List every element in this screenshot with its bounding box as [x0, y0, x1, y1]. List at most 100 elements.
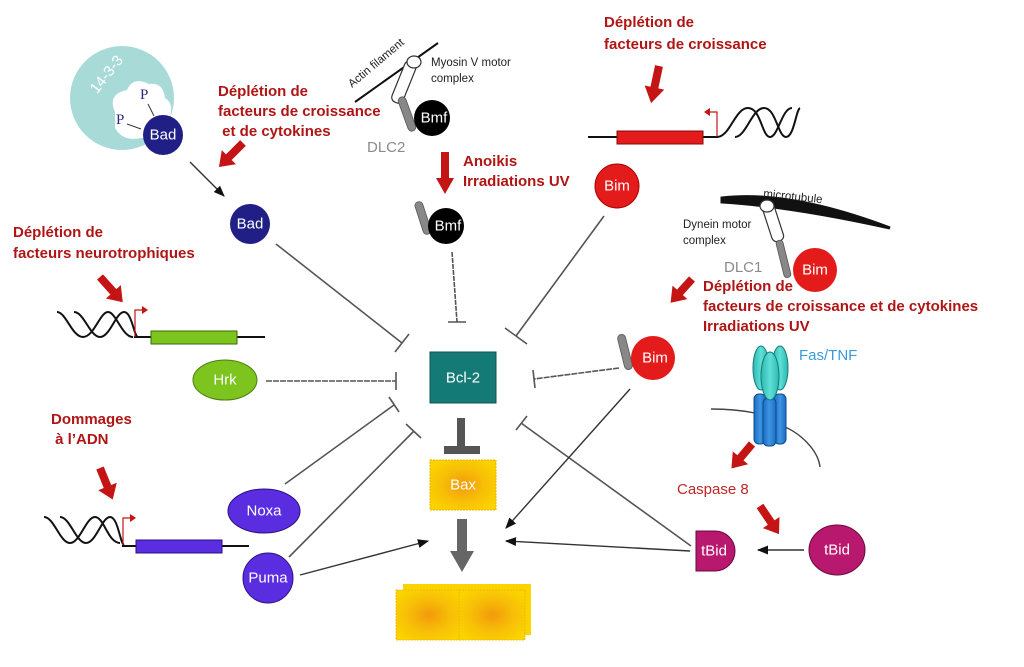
red-arrow-fas-caspase — [731, 441, 756, 469]
bim-bound-label: Bim — [802, 262, 828, 279]
stimulus-bim-dynein-line1: Déplétion de — [703, 278, 793, 295]
dna-helix-strand-2 — [59, 515, 125, 546]
phospho-1: P — [140, 87, 148, 103]
actin-filament — [354, 42, 439, 103]
myosin-label-2: complex — [431, 73, 474, 85]
inhibition-lines — [266, 215, 692, 558]
stimulus-bad-line1: Déplétion de — [218, 83, 308, 100]
stimulus-bmf-line1: Anoikis — [463, 153, 517, 170]
complex-myosin-bmf: Actin filament Myosin V motor complex Bm… — [346, 36, 511, 156]
gene-bim — [588, 106, 801, 145]
node-hrk: Hrk — [192, 359, 258, 401]
tbid-label: tBid — [824, 542, 850, 559]
tbid-cleaved-label: tBid — [701, 543, 727, 560]
noxa-puma-gene-box — [135, 539, 223, 554]
node-tbid-cleaved: tBid — [695, 530, 736, 572]
dlc1-chain — [775, 239, 792, 278]
node-bad: Bad — [230, 204, 270, 244]
bim-gene-box — [616, 130, 704, 145]
dna-helix-strand-2 — [73, 310, 139, 339]
complex-dynein-bim: microtubule Dynein motor complex DLC1 Bi… — [683, 188, 891, 292]
node-bcl2: Bcl-2 — [429, 351, 497, 404]
bmf-bound-label: Bmf — [421, 110, 449, 127]
node-puma: Puma — [242, 552, 294, 604]
bad-bound-node — [143, 115, 183, 155]
dlc2-label: DLC2 — [367, 139, 405, 156]
node-bmf: Bmf — [414, 201, 464, 244]
hrk-label: Hrk — [213, 372, 237, 389]
membrane — [710, 408, 756, 414]
stimulus-bmf-line2: Irradiations UV — [463, 173, 570, 190]
gene-hrk — [56, 306, 265, 345]
inhibit-bimr-bcl2 — [533, 367, 620, 380]
inhibition-bcl2-bax — [444, 418, 480, 454]
inhibit-bmf-bcl2 — [451, 251, 458, 323]
bmf-bound-node — [414, 100, 450, 136]
tss-marker — [134, 309, 144, 337]
red-arrow-hrk — [97, 274, 123, 303]
inhibit-puma-bcl2 — [288, 430, 415, 558]
stimulus-bim-dynein-line2: facteurs de croissance et de cytokines — [703, 298, 978, 315]
activation-arrows — [299, 388, 691, 576]
bax-oligomer-1 — [395, 589, 463, 641]
inhibit-bim-bcl2 — [515, 215, 605, 337]
phospho-bond-2 — [126, 123, 142, 130]
bad-label: Bad — [237, 216, 264, 233]
dlc1-label: DLC1 — [724, 259, 762, 276]
dna-helix-strand-1 — [716, 106, 793, 139]
dna-helix-strand-2 — [734, 106, 801, 139]
fas-receptor: Fas/TNF — [710, 345, 857, 468]
bim-bound-node — [793, 248, 837, 292]
node-bax: Bax — [429, 459, 497, 511]
complex-14-3-3-bad: 14-3-3 P P Bad — [70, 46, 183, 155]
stimulus-dna-line1: Dommages — [51, 411, 132, 428]
red-arrow-bad — [218, 140, 246, 168]
stimulus-hrk-line1: Déplétion de — [13, 224, 103, 241]
dlc2-chain — [397, 96, 417, 132]
dlc-chain — [414, 201, 432, 235]
bax-pore-oligomer — [395, 584, 531, 641]
stimulus-bim-gene-line1: Déplétion de — [604, 14, 694, 31]
stimulus-bim-gene-line2: facteurs de croissance — [604, 36, 767, 53]
stimulus-hrk-line2: facteurs neurotrophiques — [13, 245, 195, 262]
red-arrows — [96, 65, 780, 535]
dlc-chain — [617, 334, 633, 370]
inhibit-noxa-bcl2 — [284, 404, 395, 485]
receptor-label: Fas/TNF — [799, 347, 857, 364]
stimulus-bim-dynein: Déplétion de facteurs de croissance et d… — [703, 278, 978, 335]
arrow-bax-pore — [450, 519, 474, 572]
tss-marker — [707, 111, 718, 137]
dna-helix-strand-1 — [56, 310, 134, 339]
dynein-head — [759, 199, 775, 213]
node-bim-released: Bim — [617, 334, 675, 380]
tss-marker — [122, 517, 131, 545]
stimulus-bim-gene: Déplétion de facteurs de croissance — [604, 14, 767, 53]
dna-helix-strand-1 — [43, 515, 121, 545]
red-arrow-caspase-tbid — [756, 503, 780, 535]
inhibit-bad-bcl2 — [275, 243, 403, 344]
stimulus-dna-line2: à l’ADN — [51, 431, 109, 448]
puma-label: Puma — [248, 570, 288, 587]
red-arrow-dna — [96, 466, 117, 500]
bcl2-label: Bcl-2 — [446, 370, 480, 387]
caspase-8-label: Caspase 8 — [677, 481, 749, 498]
node-tbid: tBid — [808, 524, 866, 576]
bax-oligomer-2 — [458, 589, 526, 641]
activate-tbid-bax — [504, 537, 691, 552]
red-arrow-bim-dynein — [670, 276, 695, 303]
bad-bound-label: Bad — [150, 127, 177, 144]
myosin-head — [406, 55, 422, 69]
activate-puma-bax — [299, 539, 430, 576]
phospho-2: P — [116, 112, 124, 128]
phospho-bond-1 — [147, 103, 155, 117]
stimulus-bim-dynein-line3: Irradiations UV — [703, 318, 810, 335]
inhibit-tbid-bcl2 — [520, 422, 692, 547]
gene-noxa-puma — [43, 514, 249, 554]
node-noxa: Noxa — [227, 488, 301, 534]
stimulus-bad: Déplétion de facteurs de croissance et d… — [218, 83, 381, 140]
node-bim-free: Bim — [594, 163, 640, 209]
myosin-label-1: Myosin V motor — [431, 57, 511, 69]
dynein-label-2: complex — [683, 235, 726, 247]
